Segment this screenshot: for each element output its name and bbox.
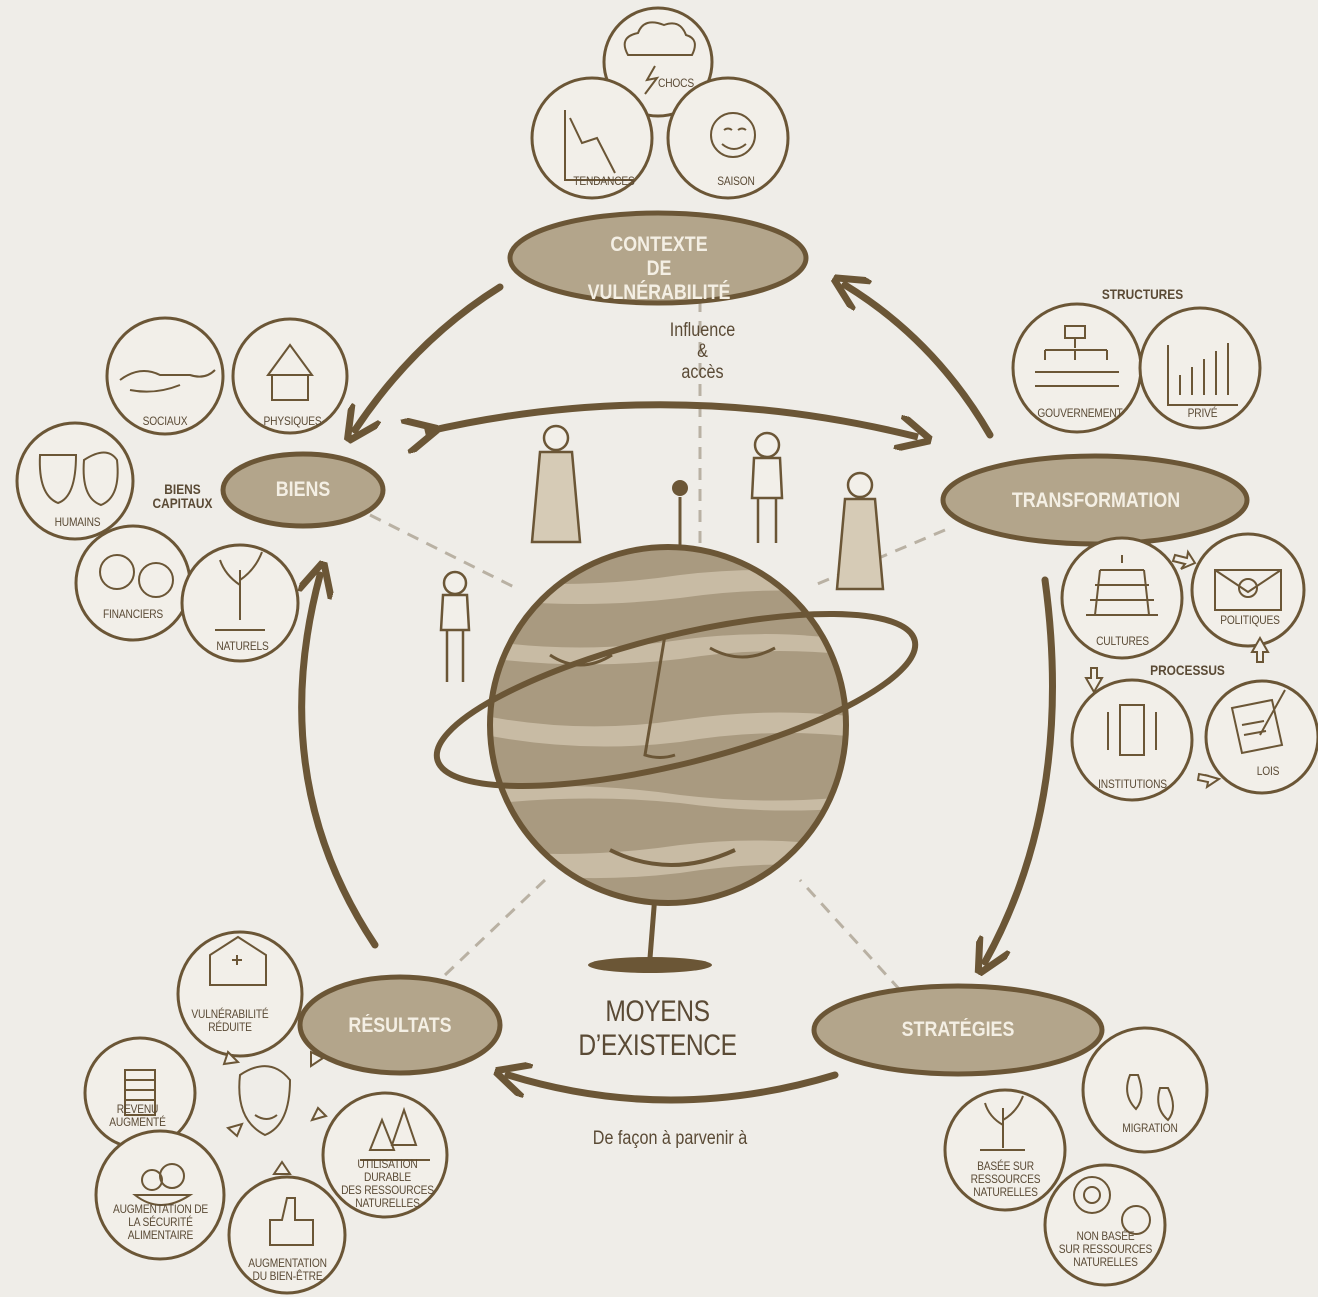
sapling-icon — [980, 1095, 1025, 1151]
item-cultures: CULTURES — [1096, 634, 1149, 648]
planet — [433, 480, 919, 973]
org-chart-icon — [1035, 325, 1119, 387]
bar-chart-icon — [1167, 343, 1238, 406]
trend-chart-icon — [564, 110, 635, 181]
hub-biens-title: BIENS — [275, 478, 331, 501]
item-politiques: POLITIQUES — [1220, 613, 1280, 627]
tree-icon — [215, 551, 265, 631]
item-sociaux: SOCIAUX — [142, 414, 188, 428]
hub-biens-shape — [220, 451, 386, 529]
coin-icon — [99, 554, 135, 590]
hub-context-title: CONTEXTE DE VULNÉRABILITÉ — [587, 233, 731, 304]
arrow-results-to-biens — [302, 575, 379, 949]
person-left — [439, 570, 471, 682]
capital-assets-label: BIENS CAPITAUX — [152, 481, 213, 511]
item-saison: SAISON — [717, 174, 755, 188]
arrow-transformation-to-strategies — [985, 576, 1056, 962]
handshake-icon — [119, 369, 216, 393]
item-basee-ressources: BASÉE SUR RESSOURCES NATURELLES — [970, 1159, 1041, 1199]
item-prive: PRIVÉ — [1187, 406, 1218, 420]
item-tendances: TENDANCES — [573, 174, 635, 188]
item-circles — [15, 6, 1318, 1295]
item-institutions: INSTITUTIONS — [1098, 777, 1167, 791]
influence-double-arrow — [425, 401, 918, 437]
item-lois: LOIS — [1256, 764, 1280, 778]
item-securite-alimentaire: AUGMENTATION DE LA SÉCURITÉ ALIMENTAIRE — [112, 1202, 209, 1242]
item-non-basee-ressources: NON BASÉE SUR RESSOURCES NATURELLES — [1058, 1229, 1153, 1269]
item-financiers: FINANCIERS — [102, 607, 164, 621]
people — [439, 424, 885, 682]
forest-icon — [360, 1106, 430, 1161]
woman-left — [530, 424, 582, 544]
envelope-icon — [1214, 569, 1282, 611]
item-humains: HUMAINS — [54, 515, 101, 529]
gear-icon — [1073, 1176, 1111, 1214]
item-bien-etre: AUGMENTATION DU BIEN-ÊTRE — [248, 1256, 327, 1283]
meeting-table-icon — [1107, 704, 1157, 756]
hub-context-shape — [507, 210, 809, 306]
person-right — [750, 431, 784, 543]
process-arrows — [222, 549, 1270, 1175]
item-gouvernement: GOUVERNEMENT — [1037, 406, 1123, 420]
woman-right — [835, 471, 885, 591]
hub-strategies-title: STRATÉGIES — [901, 1018, 1015, 1041]
pagoda-icon — [1086, 555, 1158, 616]
hub-strategies-shape — [811, 983, 1105, 1077]
item-migration: MIGRATION — [1122, 1121, 1178, 1135]
structures-label: STRUCTURES — [1101, 286, 1184, 302]
sun-icon — [710, 112, 756, 158]
item-revenu-augmente: REVENU AUGMENTÉ — [109, 1102, 166, 1129]
house-cross-icon — [209, 935, 267, 986]
hubs — [220, 210, 1250, 1077]
coin-stack-icon — [124, 1069, 156, 1116]
document-pen-icon — [1230, 689, 1286, 755]
face-icon — [38, 451, 119, 507]
processes-label: PROCESSUS — [1150, 662, 1225, 678]
hub-results-shape — [297, 974, 503, 1076]
item-icons — [38, 21, 1286, 1246]
fruit-basket-icon — [132, 1194, 194, 1206]
hub-results-title: RÉSULTATS — [348, 1014, 452, 1037]
item-physiques: PHYSIQUES — [263, 414, 322, 428]
cycle-arrows — [302, 283, 1056, 1104]
arrow-transformation-to-context — [845, 285, 994, 439]
cloud-icon — [623, 21, 696, 56]
item-utilisation-durable: UTILISATION DURABLE DES RESSOURCES NATUR… — [341, 1157, 434, 1210]
hut-icon — [266, 343, 314, 401]
arrow-strategies-to-results — [508, 1075, 839, 1104]
item-vulnerabilite-reduite: VULNÉRABILITÉ RÉDUITE — [191, 1007, 269, 1034]
happy-head-icon — [238, 1065, 292, 1137]
center-label: MOYENS D’EXISTENCE — [578, 995, 737, 1062]
thumbs-up-icon — [269, 1197, 314, 1246]
hub-transformation-title: TRANSFORMATION — [1011, 489, 1181, 512]
lightning-icon — [644, 65, 660, 95]
footprints-icon — [1126, 1074, 1174, 1122]
bottom-label: De façon à parvenir à — [592, 1128, 748, 1149]
item-chocs: CHOCS — [658, 76, 694, 90]
arrow-context-to-biens — [355, 283, 504, 430]
item-naturels: NATURELS — [216, 639, 269, 653]
influence-label: Influence & accès — [669, 320, 736, 383]
